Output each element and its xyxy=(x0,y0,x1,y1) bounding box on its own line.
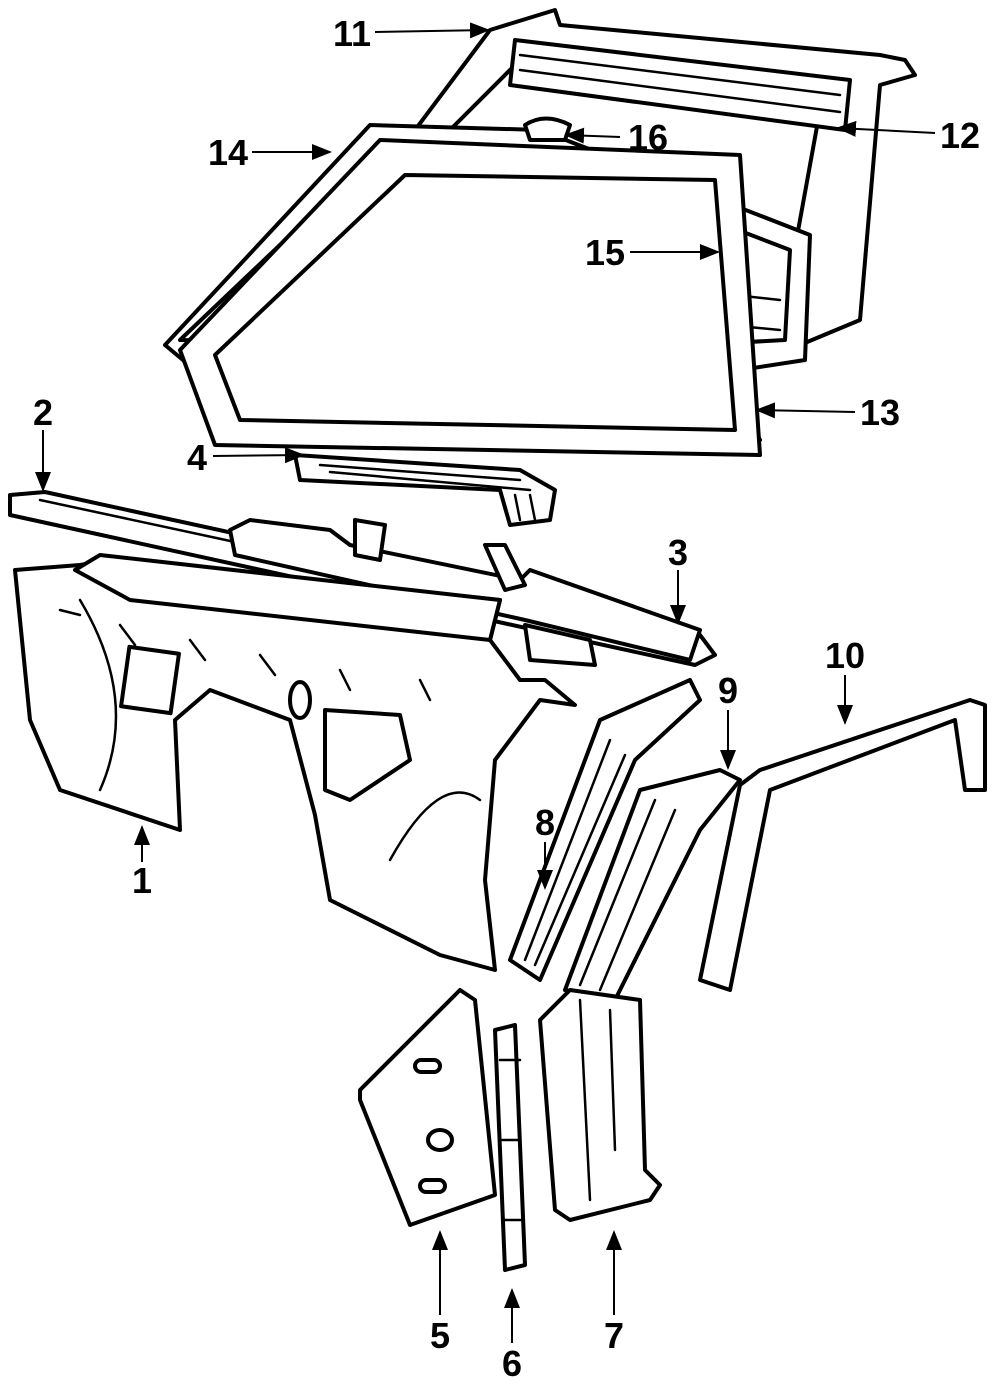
callout-1: 1 xyxy=(132,860,152,901)
callout-7: 7 xyxy=(604,1315,624,1356)
part-1-dash-panel xyxy=(13,553,577,972)
callout-3: 3 xyxy=(668,532,688,573)
part-2-cowl-top xyxy=(8,490,717,667)
callout-5: 5 xyxy=(430,1315,450,1356)
part-8-a-pillar-inner xyxy=(508,678,702,982)
callout-11: 11 xyxy=(333,13,371,54)
callout-14: 14 xyxy=(208,132,248,173)
callout-9: 9 xyxy=(718,670,738,711)
callout-15: 15 xyxy=(585,232,625,273)
callout-8: 8 xyxy=(535,802,555,843)
part-10-roof-rail xyxy=(698,698,987,992)
callout-10: 10 xyxy=(825,635,865,676)
part-7-hinge-pillar-outer xyxy=(538,988,662,1222)
callout-12: 12 xyxy=(940,115,980,156)
callout-2: 2 xyxy=(33,392,53,433)
leader-lines xyxy=(35,22,936,1343)
part-5-hinge-pillar xyxy=(358,988,497,1227)
callout-16: 16 xyxy=(628,117,668,158)
part-6-reinforcement xyxy=(493,1023,527,1272)
callout-13: 13 xyxy=(860,392,900,433)
part-11-roof-panel xyxy=(398,8,917,347)
part-4-cowl-panel xyxy=(293,453,557,527)
callout-6: 6 xyxy=(502,1343,522,1384)
callout-4: 4 xyxy=(187,437,207,478)
part-15-glass-seal xyxy=(178,138,762,457)
part-16-clip xyxy=(523,116,572,142)
